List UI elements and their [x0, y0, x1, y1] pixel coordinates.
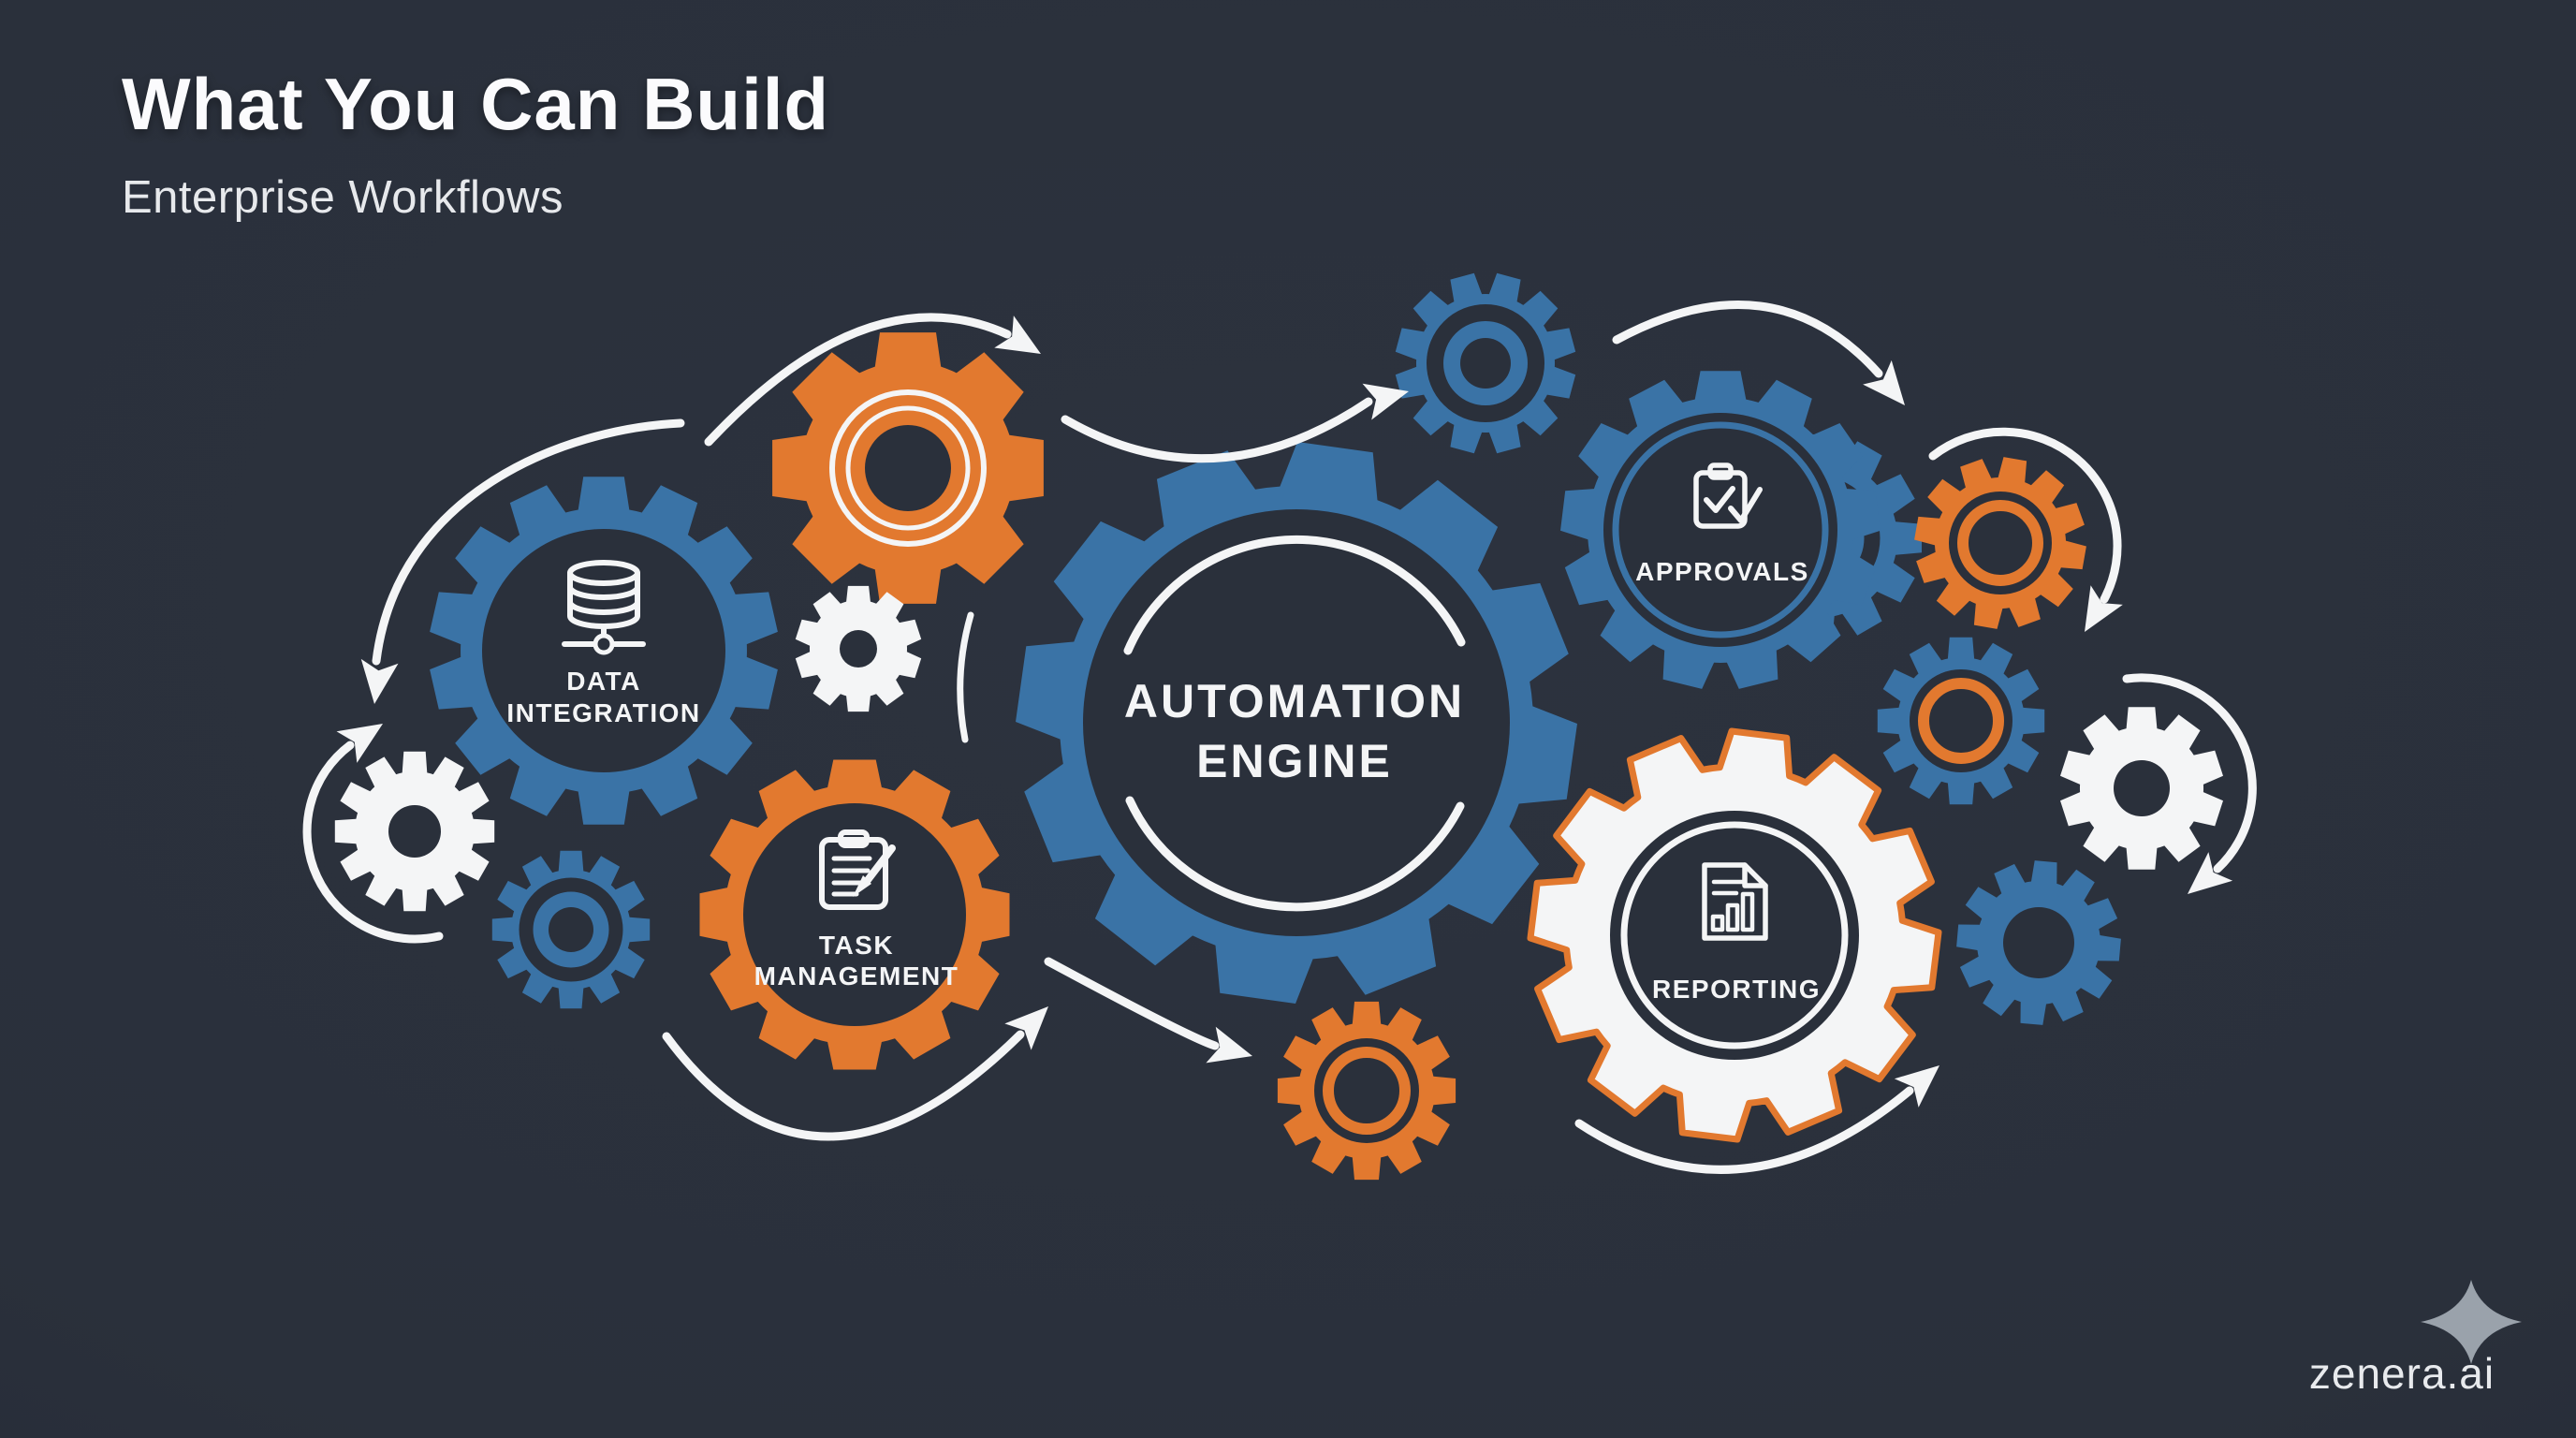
document-chart-icon [1702, 862, 1768, 941]
title-block: What You Can Build Enterprise Workflows [122, 62, 829, 224]
clipboard-check-icon [1693, 462, 1763, 529]
flow-arc [704, 313, 1012, 447]
node-approvals: APPROVALS [1635, 462, 1809, 586]
gear-shape [1914, 457, 2086, 629]
node-task-management: TASK MANAGEMENT [754, 829, 959, 990]
arrowhead-icon [336, 724, 383, 763]
flow-arc [957, 611, 974, 743]
gear-shape [1016, 442, 1577, 1004]
automation-engine-label-line1: AUTOMATION [1124, 675, 1465, 727]
gear-cluster [334, 272, 2223, 1181]
database-icon [562, 560, 646, 655]
node-reporting: REPORTING [1652, 862, 1821, 1004]
gear-shape [772, 332, 1044, 604]
arrowhead-icon [1362, 383, 1409, 420]
arrowhead-icon [360, 658, 399, 704]
arrowhead-icon [1894, 1065, 1939, 1108]
flow-arc [1928, 427, 2122, 604]
task-management-label-line2: MANAGEMENT [754, 961, 959, 990]
data-integration-label-line2: INTEGRATION [506, 698, 700, 727]
gear-shape [795, 585, 922, 712]
ring-arc-bottom [1125, 796, 1465, 912]
clipboard-pencil-icon [819, 829, 896, 910]
gear-shape [491, 850, 651, 1009]
gear-shape [1527, 727, 1942, 1143]
page-title: What You Can Build [122, 63, 830, 145]
arrowhead-icon [1004, 1006, 1048, 1050]
flow-arc [1044, 957, 1220, 1050]
ring-arc-top [1123, 535, 1466, 655]
arrowhead-icon [2085, 585, 2123, 632]
gear-shape [334, 751, 495, 912]
arrowhead-icon [2188, 852, 2233, 894]
brand-logo: zenera.ai [2309, 1280, 2522, 1398]
arrowhead-icon [1863, 360, 1905, 405]
automation-engine-label-line2: ENGINE [1196, 735, 1393, 787]
gear-shape [1277, 1001, 1456, 1181]
flow-arc [2122, 673, 2257, 873]
flow-arc [1612, 301, 1883, 378]
gear-shape [1956, 860, 2121, 1025]
page-subtitle: Enterprise Workflows [122, 172, 564, 223]
gear-shape [1395, 272, 1576, 454]
gear-shape [1877, 637, 2045, 805]
node-automation-engine: AUTOMATION ENGINE [1124, 675, 1465, 787]
arrowhead-icon [1206, 1026, 1252, 1064]
approvals-label: APPROVALS [1635, 557, 1809, 586]
four-point-star-icon [2421, 1280, 2522, 1364]
node-data-integration: DATA INTEGRATION [506, 560, 700, 727]
gear-shape [699, 759, 1010, 1070]
data-integration-label-line1: DATA [566, 667, 641, 696]
flow-arc [1574, 1086, 1914, 1174]
flow-arc [372, 418, 685, 666]
brand-name: zenera.ai [2309, 1349, 2495, 1398]
automation-ring [1123, 535, 1466, 912]
flow-arrows [302, 301, 2257, 1174]
flow-arc [1061, 397, 1373, 463]
reporting-label: REPORTING [1652, 975, 1821, 1004]
gear-shape [2060, 707, 2223, 870]
flow-arc [662, 1030, 1025, 1141]
flow-arc [302, 741, 444, 944]
gear-shape [1560, 371, 1881, 689]
task-management-label-line1: TASK [819, 931, 894, 960]
arrowhead-icon [994, 315, 1041, 354]
